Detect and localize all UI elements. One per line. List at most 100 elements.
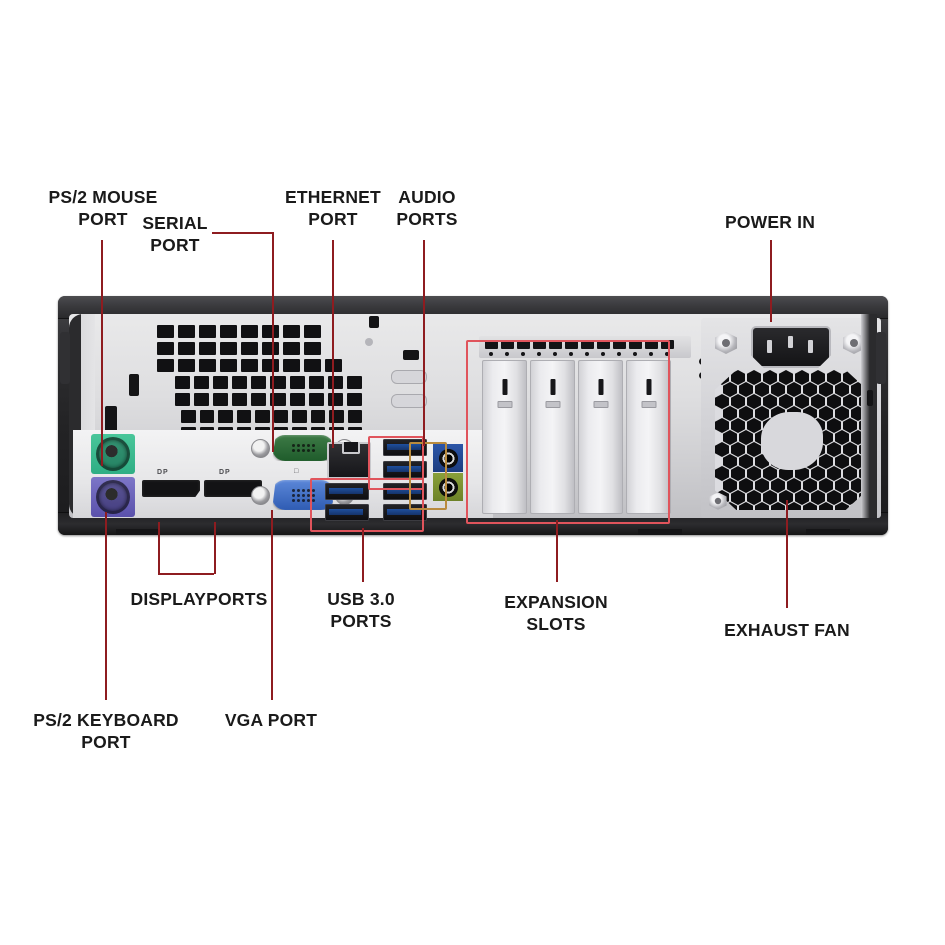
usb-3-0-port[interactable]	[383, 483, 427, 500]
fan-hex-cell	[731, 370, 745, 385]
panel-slot	[369, 316, 379, 328]
fan-hex-cell	[731, 466, 745, 481]
chassis-foot-left	[116, 529, 160, 535]
vent-cell	[178, 359, 195, 372]
fan-hex-cell	[827, 466, 841, 481]
fan-hex-cell	[747, 442, 761, 457]
usb-3-0-port[interactable]	[383, 439, 427, 456]
ps2-mouse-port[interactable]	[91, 434, 135, 474]
rail-dot	[569, 352, 573, 356]
displayport-2[interactable]	[204, 480, 262, 497]
vent-cell	[194, 376, 210, 389]
vent-row	[175, 393, 362, 406]
vga-port[interactable]	[272, 480, 334, 510]
fan-hex-cell	[835, 454, 849, 469]
fan-hex-cell	[723, 382, 737, 397]
fan-hex-cell	[811, 466, 825, 481]
panel-right-slot	[867, 390, 873, 406]
vent-cell	[232, 376, 248, 389]
vent-cell	[178, 342, 195, 355]
displayport-1[interactable]	[142, 480, 200, 497]
vent-cell	[157, 342, 174, 355]
exhaust-fan-grille	[715, 370, 867, 510]
leader-dp-right	[214, 522, 216, 552]
power-pin-left	[767, 340, 772, 353]
audio-line-in-port[interactable]	[433, 444, 463, 472]
vent-cell	[241, 359, 258, 372]
fan-hex-cell	[731, 490, 745, 505]
leader-power-in	[770, 240, 772, 322]
audio-line-out-jack	[438, 477, 458, 497]
fan-hex-row	[723, 502, 867, 510]
expansion-slot-cover-4[interactable]	[626, 360, 671, 514]
leader-audio	[423, 240, 425, 446]
vent-cell	[346, 393, 362, 406]
expansion-slot-cover-2[interactable]	[530, 360, 575, 514]
fan-hex-cell	[827, 442, 841, 457]
fan-hex-cell	[787, 382, 801, 397]
rail-vent	[629, 340, 642, 349]
fan-hex-cell	[827, 418, 841, 433]
displayport-2-tag: DP	[219, 469, 231, 476]
label-vga-port: VGA PORT	[224, 710, 318, 730]
fan-hex-cell	[763, 370, 777, 385]
usb-3-0-port[interactable]	[383, 504, 427, 521]
serial-screwpost-left	[251, 439, 270, 458]
rail-dot	[537, 352, 541, 356]
rail-dot	[585, 352, 589, 356]
psu-screw-left	[715, 332, 737, 354]
leader-expansion	[556, 520, 558, 582]
fan-hex-cell	[739, 430, 753, 445]
label-expansion-slots: EXPANSION SLOTS	[504, 592, 608, 635]
chassis-inner-panel: DP DP □	[69, 314, 881, 521]
rail-dot	[489, 352, 493, 356]
vent-cell	[199, 342, 216, 355]
fan-hex-cell	[755, 502, 769, 510]
vent-cell	[270, 376, 286, 389]
expansion-slot-rail	[479, 336, 691, 358]
usb-3-0-port[interactable]	[383, 461, 427, 478]
power-in-connector[interactable]	[751, 326, 831, 368]
audio-line-out-port[interactable]	[433, 473, 463, 501]
chassis-left-ear	[60, 332, 70, 384]
usb-3-0-port[interactable]	[325, 483, 369, 500]
rail-dot	[649, 352, 653, 356]
leader-serial-h	[212, 232, 274, 234]
label-ps2-keyboard-port: PS/2 KEYBOARD PORT	[33, 710, 179, 753]
vent-cell	[304, 359, 321, 372]
vent-cell	[220, 325, 237, 338]
fan-hex-cell	[715, 442, 729, 457]
fan-hex-cell	[739, 454, 753, 469]
vent-cell	[289, 376, 305, 389]
rail-vent	[501, 340, 514, 349]
rail-dot	[665, 352, 669, 356]
fan-hex-cell	[779, 370, 793, 385]
expansion-slot-cover-3[interactable]	[578, 360, 623, 514]
vent-cell	[292, 410, 307, 423]
ps2-keyboard-port[interactable]	[91, 477, 135, 517]
vent-row	[175, 376, 362, 389]
rail-vent	[581, 340, 594, 349]
vent-row	[181, 410, 362, 423]
vent-cell	[283, 325, 300, 338]
vent-row	[157, 342, 362, 355]
leader-dp-drop	[214, 552, 216, 574]
expansion-slot-cover-1[interactable]	[482, 360, 527, 514]
fan-hex-cell	[795, 490, 809, 505]
rail-vent	[597, 340, 610, 349]
panel-slot	[129, 374, 139, 396]
psu-screw-bottom	[709, 492, 727, 510]
usb-3-0-port[interactable]	[325, 504, 369, 521]
serial-port[interactable]	[272, 435, 334, 461]
label-ethernet-port: ETHERNET PORT	[285, 187, 381, 230]
panel-screw	[365, 338, 373, 346]
expansion-slots-area	[479, 336, 691, 518]
fan-hex-cell	[843, 442, 857, 457]
fan-hex-cell	[731, 394, 745, 409]
chassis-right-ear	[876, 332, 886, 384]
panel-right-edge	[861, 314, 877, 518]
fan-hex-cell	[747, 466, 761, 481]
fan-hex-cell	[787, 502, 801, 510]
fan-hex-cell	[771, 478, 785, 493]
fan-hex-cell	[843, 394, 857, 409]
